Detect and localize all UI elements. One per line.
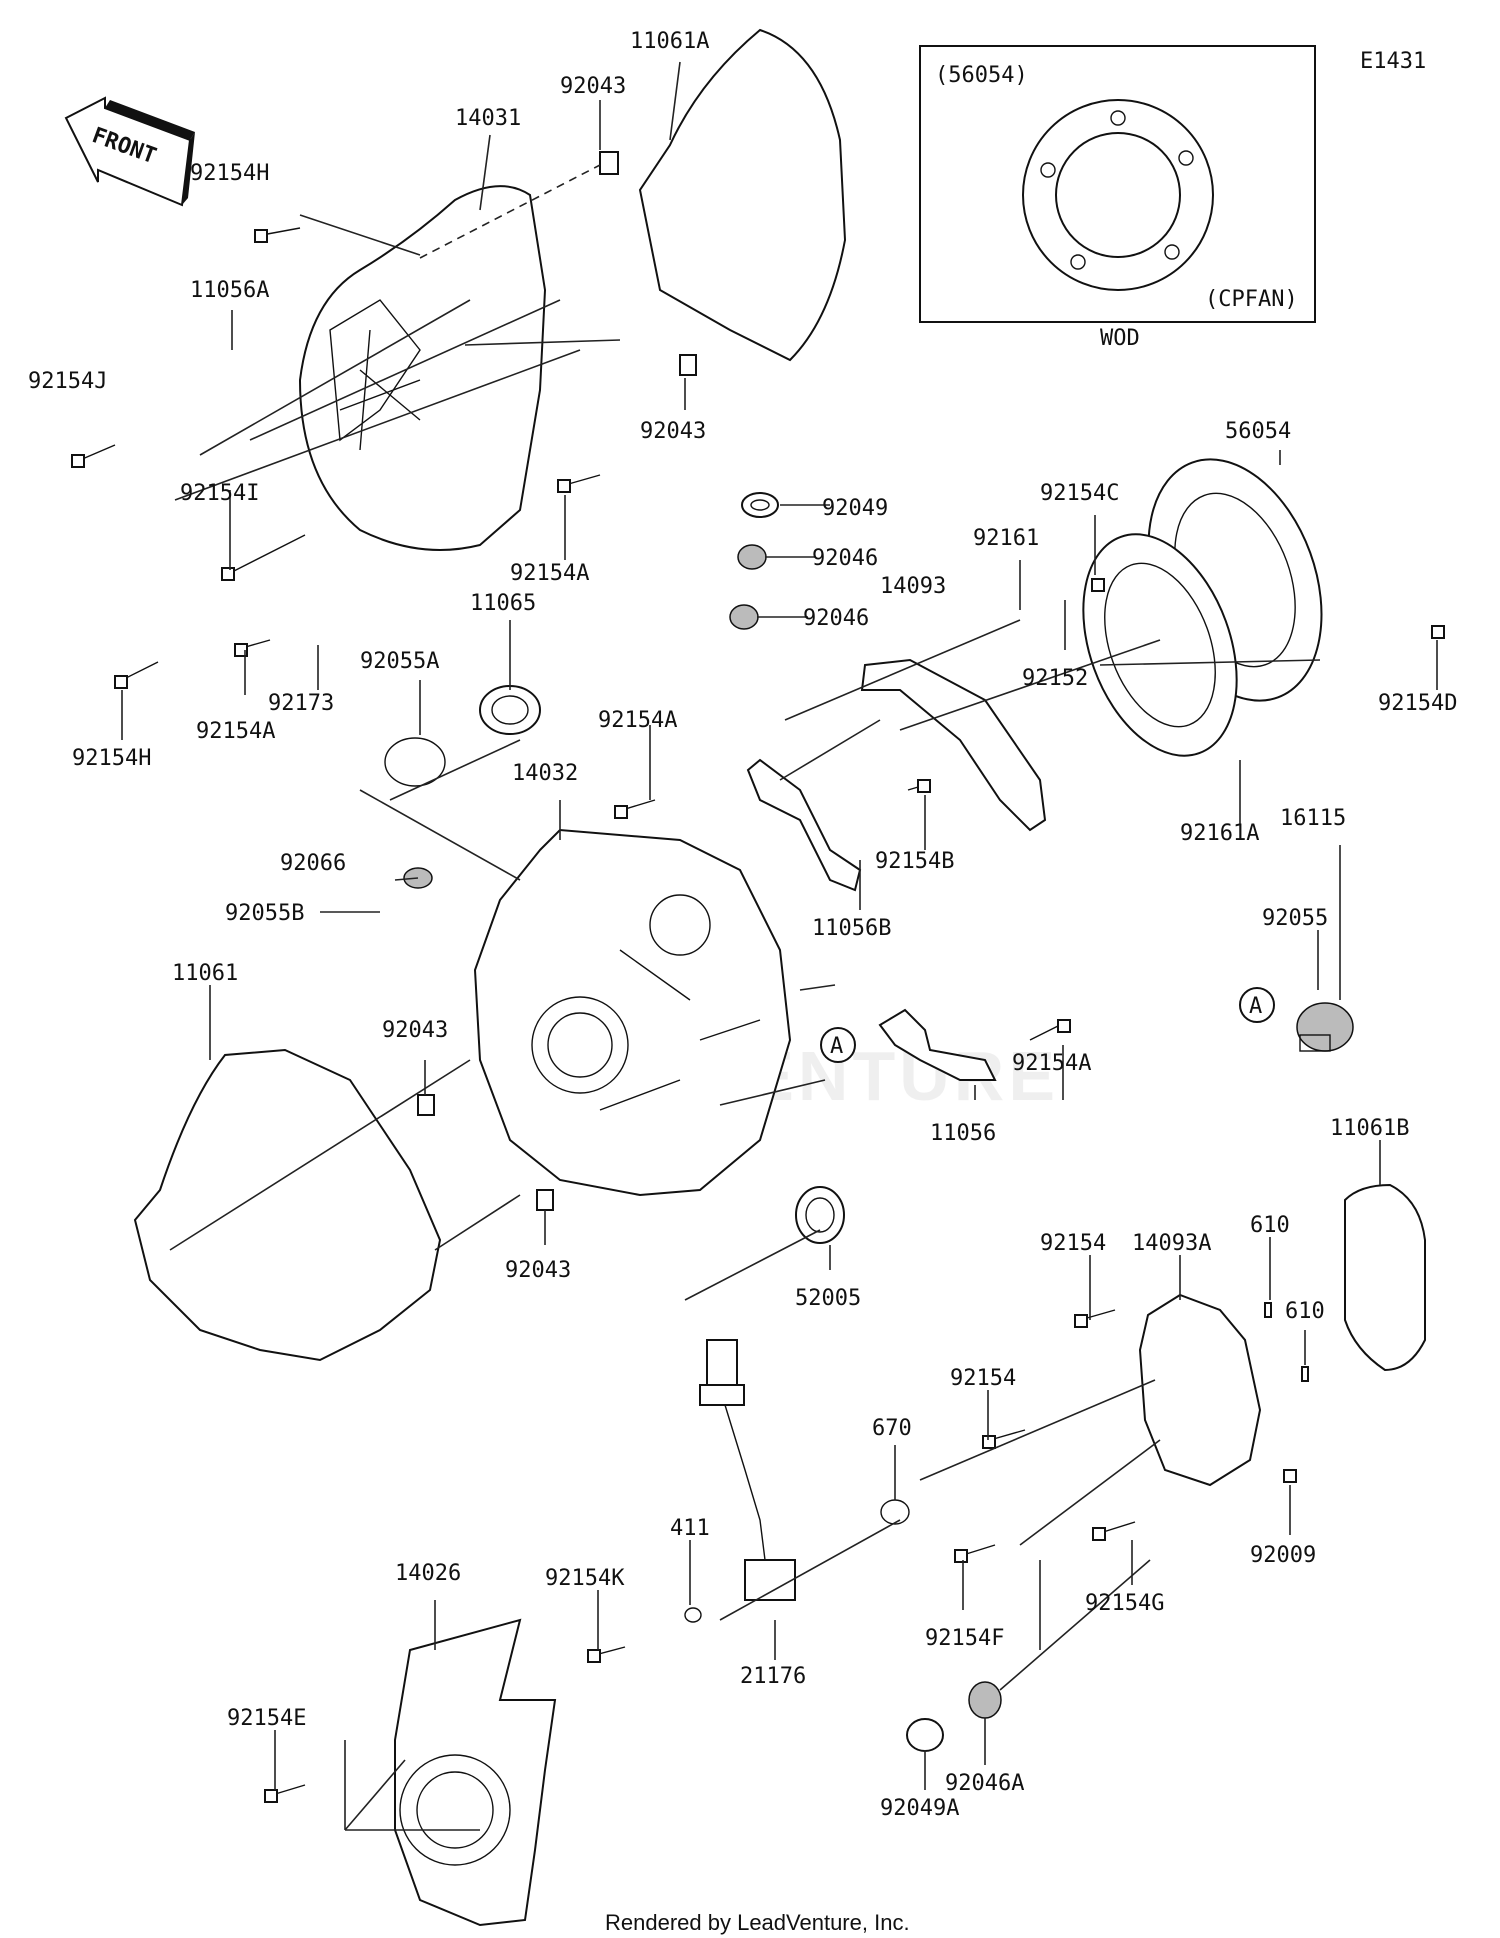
label-92046a: 92046A: [945, 1771, 1024, 1796]
label-92154k: 92154K: [545, 1566, 625, 1591]
label-11056b: 11056B: [812, 916, 891, 941]
label-411: 411: [670, 1516, 710, 1541]
label-14093a: 14093A: [1132, 1231, 1211, 1256]
label-92161: 92161: [973, 526, 1039, 551]
label-92154i: 92154I: [180, 481, 259, 506]
part-labels: 92043 11061A 14031 92154H 11056A 92154J …: [28, 29, 1457, 1821]
label-92154f: 92154F: [925, 1626, 1004, 1651]
label-92154a: 92154A: [1012, 1051, 1091, 1076]
svg-text:A: A: [830, 1034, 843, 1059]
label-92154c: 92154C: [1040, 481, 1119, 506]
seal-52005-icon: [795, 1186, 845, 1244]
front-arrow-icon: FRONT: [64, 96, 195, 207]
label-670: 670: [872, 1416, 912, 1441]
bracket-11056-shape: [878, 1008, 997, 1081]
label-92154a: 92154A: [598, 708, 677, 733]
inset-part-code: (CPFAN): [1205, 287, 1298, 312]
label-92154: 92154: [1040, 1231, 1106, 1256]
label-14026: 14026: [395, 1561, 461, 1586]
label-92049: 92049: [822, 496, 888, 521]
label-92009: 92009: [1250, 1543, 1316, 1568]
bracket-11056b-shape: [746, 758, 862, 892]
label-92161a: 92161A: [1180, 821, 1259, 846]
diagram-code: E1431: [1360, 49, 1426, 74]
label-610: 610: [1250, 1213, 1290, 1238]
label-16115: 16115: [1280, 806, 1346, 831]
generator-cover-shape: [298, 185, 547, 551]
label-92154: 92154: [950, 1366, 1016, 1391]
bearing-92046-a-icon: [737, 544, 767, 570]
label-92154j: 92154J: [28, 369, 107, 394]
label-52005: 52005: [795, 1286, 861, 1311]
label-14031: 14031: [455, 106, 521, 131]
label-92154a: 92154A: [196, 719, 275, 744]
inset-caption: WOD: [1100, 326, 1140, 351]
bearing-92046-b-icon: [729, 604, 759, 630]
callout-a-1: A: [820, 1027, 856, 1063]
label-92154b: 92154B: [875, 849, 954, 874]
footer-credit: Rendered by LeadVenture, Inc.: [605, 1910, 910, 1935]
label-92049a: 92049A: [880, 1796, 959, 1821]
seal-92049a-icon: [906, 1718, 944, 1752]
label-11061b: 11061B: [1330, 1116, 1409, 1141]
label-14032: 14032: [512, 761, 578, 786]
label-11065: 11065: [470, 591, 536, 616]
label-92154d: 92154D: [1378, 691, 1457, 716]
bearing-92046a-icon: [968, 1681, 1002, 1719]
label-92154h: 92154H: [190, 161, 269, 186]
label-92046: 92046: [812, 546, 878, 571]
label-11056: 11056: [930, 1121, 996, 1146]
clutch-cover-shape: [473, 828, 792, 1197]
dowel-92043-a-icon: [599, 151, 619, 175]
oil-seal-11065-icon: [479, 685, 541, 735]
label-92043: 92043: [505, 1258, 571, 1283]
label-92154e: 92154E: [227, 1706, 306, 1731]
dowel-92043-b-icon: [679, 354, 697, 376]
bolt-icons: [71, 227, 1445, 1803]
label-92055: 92055: [1262, 906, 1328, 931]
label-92043: 92043: [560, 74, 626, 99]
label-92154h: 92154H: [72, 746, 151, 771]
cover-14093a-shape: [1138, 1293, 1262, 1487]
sensor-21176-shape: [699, 1339, 796, 1601]
label-92066: 92066: [280, 851, 346, 876]
label-92154g: 92154G: [1085, 1591, 1164, 1616]
svg-text:A: A: [1249, 994, 1262, 1019]
guide-14093-shape: [860, 658, 1047, 832]
label-92043: 92043: [382, 1018, 448, 1043]
o-ring-670-icon: [880, 1499, 910, 1525]
dowel-92043-c-icon: [417, 1094, 435, 1116]
label-92152: 92152: [1022, 666, 1088, 691]
callout-a-2: A: [1239, 987, 1275, 1023]
label-92046: 92046: [803, 606, 869, 631]
gasket-11061-shape: [133, 1048, 442, 1362]
label-610: 610: [1285, 1299, 1325, 1324]
pulser-cover-gasket-92161a: [1082, 533, 1238, 757]
label-92173: 92173: [268, 691, 334, 716]
label-14093: 14093: [880, 574, 946, 599]
label-11061a: 11061A: [630, 29, 709, 54]
oil-filler-cap-shape: [1296, 1002, 1354, 1052]
inset-part-number: (56054): [935, 63, 1028, 88]
dowel-92043-d-icon: [536, 1189, 554, 1211]
label-11061: 11061: [172, 961, 238, 986]
label-11056a: 11056A: [190, 278, 269, 303]
label-92043: 92043: [640, 419, 706, 444]
label-92154a: 92154A: [510, 561, 589, 586]
inset-box: (56054) (CPFAN) WOD: [919, 45, 1316, 351]
label-56054: 56054: [1225, 419, 1291, 444]
label-21176: 21176: [740, 1664, 806, 1689]
seal-92049-icon: [741, 492, 779, 518]
label-92055b: 92055B: [225, 901, 304, 926]
gasket-11061a-shape: [638, 28, 847, 362]
o-ring-92055a-icon: [384, 737, 446, 787]
gasket-11061b-shape: [1344, 1183, 1426, 1372]
washer-411-icon: [684, 1607, 702, 1623]
label-92055a: 92055A: [360, 649, 439, 674]
sprocket-cover-14026-shape: [394, 1618, 557, 1927]
leader-lines: [121, 61, 1438, 1831]
